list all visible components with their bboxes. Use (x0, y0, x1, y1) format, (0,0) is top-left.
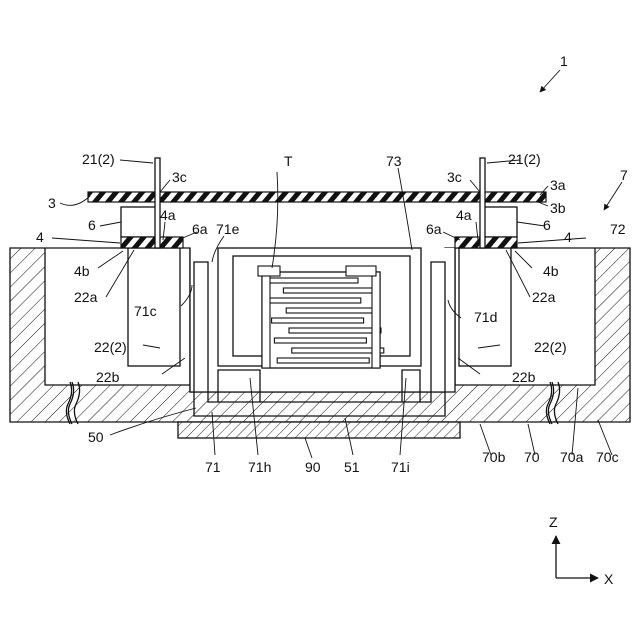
label-71e: 71e (216, 221, 240, 237)
label-22a-left: 22a (74, 289, 98, 305)
label-4b-left: 4b (74, 263, 90, 279)
component-90 (178, 422, 460, 438)
label-3c-left: 3c (172, 169, 187, 185)
element-T-finger (269, 298, 361, 303)
pad-4-right (455, 237, 517, 248)
label-4a-right: 4a (456, 207, 472, 223)
label-90: 90 (305, 459, 321, 475)
element-T-finger (266, 278, 358, 283)
label-22a-right: 22a (532, 289, 556, 305)
label-70c: 70c (596, 449, 619, 465)
label-T: T (284, 153, 293, 169)
element-T-finger (289, 328, 381, 333)
label-71d: 71d (474, 309, 497, 325)
label-71i: 71i (391, 459, 410, 475)
element-T-left-rail (262, 272, 270, 368)
element-T (258, 266, 384, 368)
label-71: 71 (205, 459, 221, 475)
label-6-left: 6 (88, 217, 96, 233)
label-4a-left: 4a (160, 207, 176, 223)
spacer-6-right (482, 207, 517, 237)
label-73: 73 (386, 153, 402, 169)
label-70: 70 (524, 449, 540, 465)
element-T-finger (283, 288, 375, 293)
label-4b-right: 4b (543, 263, 559, 279)
label-22-left: 22(2) (94, 339, 127, 355)
label-1: 1 (560, 53, 568, 69)
axis-z-label: Z (549, 514, 558, 530)
spacer-6-left (121, 207, 156, 237)
element-T-top-tab (258, 266, 280, 276)
label-3: 3 (48, 195, 56, 211)
label-6a-right: 6a (426, 221, 442, 237)
element-T-finger (274, 338, 366, 343)
label-4-left: 4 (36, 229, 44, 245)
element-T-top-tab (346, 266, 376, 276)
label-71c: 71c (134, 303, 157, 319)
element-T-finger (277, 358, 369, 363)
label-70b: 70b (482, 449, 506, 465)
label-50: 50 (88, 429, 104, 445)
label-7: 7 (620, 167, 628, 183)
label-21-right: 21(2) (508, 151, 541, 167)
pad-4-left (121, 237, 183, 248)
label-70a: 70a (560, 449, 584, 465)
label-51: 51 (344, 459, 360, 475)
label-22b-left: 22b (96, 369, 120, 385)
label-6-right: 6 (543, 217, 551, 233)
component-22-right (459, 248, 511, 366)
label-3b: 3b (550, 200, 566, 216)
label-22-right: 22(2) (534, 339, 567, 355)
element-T-finger (286, 308, 378, 313)
pin-21-left (155, 158, 160, 248)
label-72: 72 (610, 221, 626, 237)
label-22b-right: 22b (512, 369, 536, 385)
axis-indicator (556, 536, 598, 578)
pin-21-right (480, 158, 485, 248)
element-T-right-rail (372, 272, 380, 368)
axis-x-label: X (604, 571, 614, 587)
label-6a-left: 6a (192, 221, 208, 237)
element-T-finger (292, 348, 384, 353)
label-4-right: 4 (564, 229, 572, 245)
label-3c-right: 3c (447, 169, 462, 185)
label-71h: 71h (248, 459, 271, 475)
label-3a: 3a (550, 177, 566, 193)
element-T-finger (272, 318, 364, 323)
label-21-left: 21(2) (82, 151, 115, 167)
